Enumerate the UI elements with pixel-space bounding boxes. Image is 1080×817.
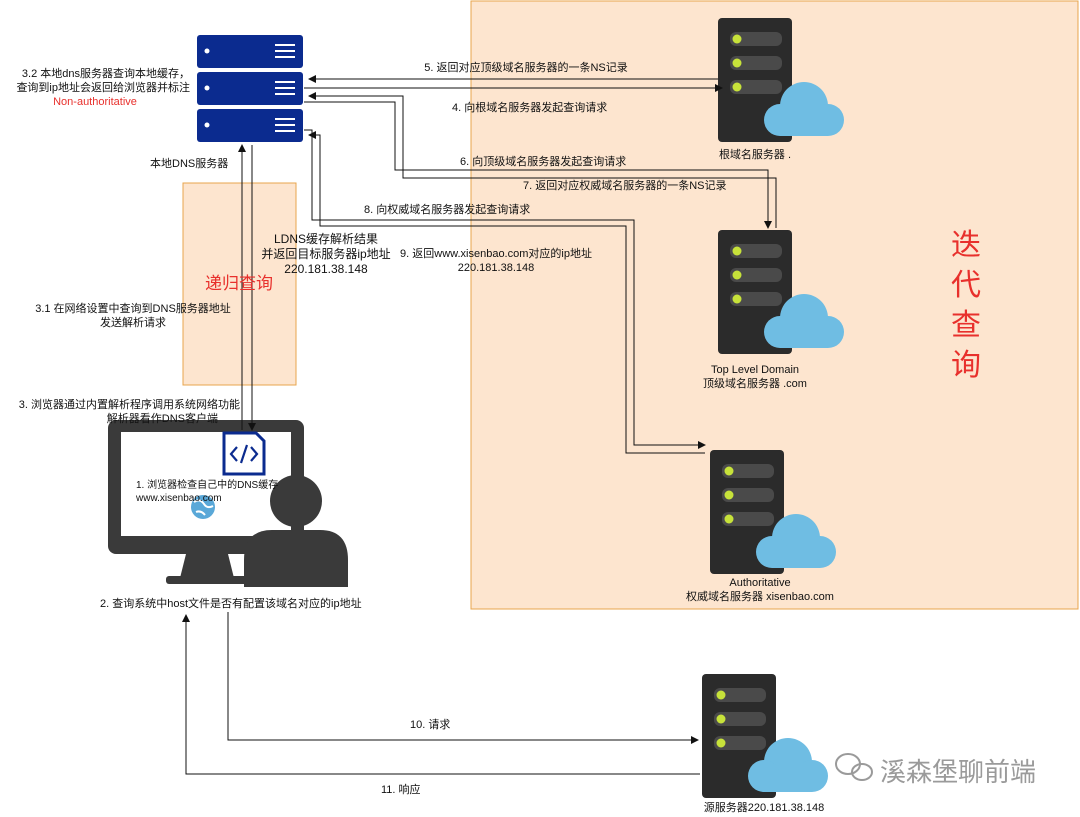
step-4-label: 4. 向根域名服务器发起查询请求 <box>452 102 608 114</box>
watermark: 溪森堡聊前端 <box>880 757 1037 787</box>
step-3-1-label: 3.1 在网络设置中查询到DNS服务器地址 发送解析请求 <box>35 303 231 329</box>
step-1-label: 1. 浏览器检查自己中的DNS缓存 www.xisenbao.com <box>136 480 279 504</box>
step-11-label: 11. 响应 <box>381 784 421 796</box>
arrow-9 <box>308 131 705 454</box>
origin-server-label: 源服务器220.181.38.148 <box>703 802 825 814</box>
step-9-label: 9. 返回www.xisenbao.com对应的ip地址 220.181.38.… <box>400 248 592 274</box>
local-dns-note: 3.2 本地dns服务器查询本地缓存， 查询到ip地址会返回给浏览器并标注 No… <box>16 68 190 108</box>
arrow-7 <box>308 92 777 228</box>
ldns-cache-note: LDNS缓存解析结果 并返回目标服务器ip地址 220.181.38.148 <box>261 232 391 276</box>
wechat-icon <box>835 753 873 781</box>
arrow-10 <box>227 612 699 744</box>
step-7-label: 7. 返回对应权威域名服务器的一条NS记录 <box>523 180 727 192</box>
step-2-label: 2. 查询系统中host文件是否有配置该域名对应的ip地址 <box>100 598 362 610</box>
code-file-icon <box>222 431 266 476</box>
tld-server-label: Top Level Domain 顶级域名服务器 .com <box>703 364 807 390</box>
globe-icon <box>191 495 215 519</box>
arrow-6 <box>304 101 772 229</box>
auth-server-label: Authoritative 权威域名服务器 xisenbao.com <box>686 577 834 603</box>
step-5-label: 5. 返回对应顶级域名服务器的一条NS记录 <box>424 62 628 74</box>
recursive-query-region <box>182 182 297 386</box>
iterative-query-label: 迭代查询 <box>951 229 981 382</box>
step-8-label: 8. 向权威域名服务器发起查询请求 <box>364 204 531 216</box>
user-icon <box>244 475 348 587</box>
arrow-8 <box>304 129 706 449</box>
local-dns-name: 本地DNS服务器 <box>150 158 229 170</box>
root-server-label: 根域名服务器 . <box>718 149 792 161</box>
step-3-label: 3. 浏览器通过内置解析程序调用系统网络功能 解析器看作DNS客户端 <box>18 399 240 425</box>
step-6-label: 6. 向顶级域名服务器发起查询请求 <box>460 156 627 168</box>
step-10-label: 10. 请求 <box>410 719 451 731</box>
server-stack-icon <box>197 35 303 142</box>
arrow-11 <box>182 614 700 775</box>
recursive-query-label: 递归查询 <box>205 274 273 293</box>
server-cloud-icon <box>702 674 828 798</box>
